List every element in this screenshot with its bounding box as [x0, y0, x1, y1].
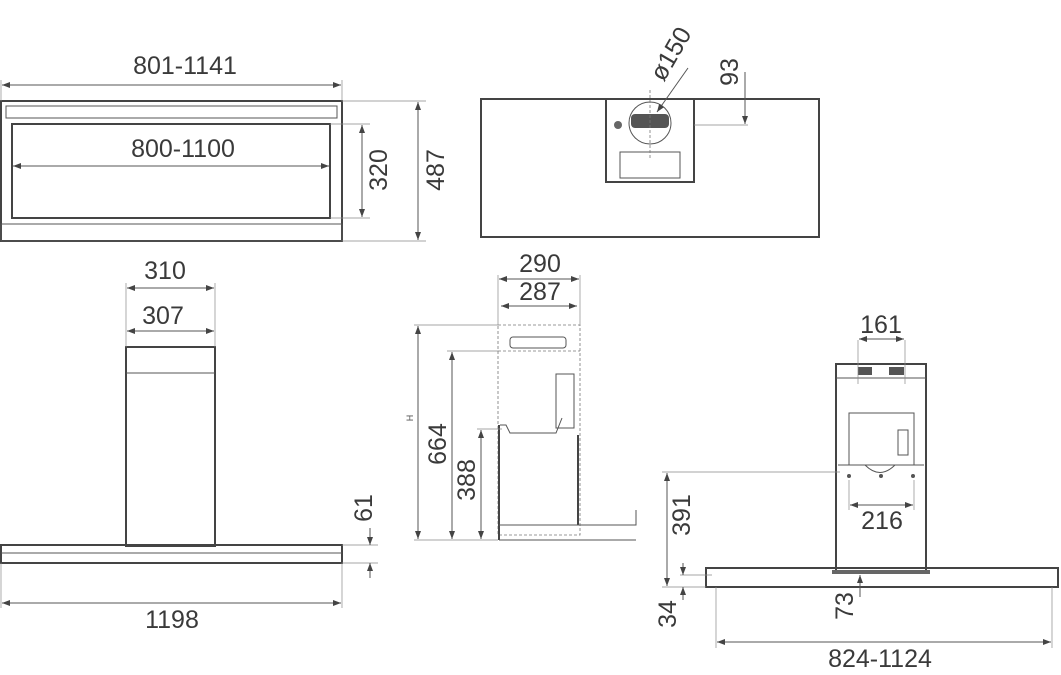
- dimension-bracket-width: 161: [860, 311, 902, 339]
- screw-hole: [911, 474, 915, 478]
- rear-bar: [705, 567, 1059, 588]
- dimension-outlet-offset: 93: [716, 58, 744, 86]
- dimension-chimney-outer: 310: [144, 257, 186, 285]
- dimension-hood-thickness: 61: [350, 494, 378, 522]
- dimension-height-lower: 388: [453, 459, 481, 501]
- connector: [614, 121, 622, 129]
- terminal-block: [897, 429, 909, 456]
- dimension-bar-height: 34: [654, 600, 682, 628]
- dimension-bar-width: 824-1124: [828, 645, 932, 673]
- vent-slot: [889, 367, 904, 375]
- side-view: 290 287 H 664 388: [405, 250, 637, 541]
- dimension-height-upper: 664: [424, 423, 452, 465]
- dimension-inner-depth: 287: [519, 278, 561, 306]
- hood-base: [499, 510, 637, 526]
- chimney: [125, 346, 216, 547]
- dimension-bar-offset: 73: [831, 592, 859, 620]
- hood-top-strip: [5, 105, 338, 119]
- bracket-edge: [838, 464, 924, 473]
- screw-hole: [879, 474, 883, 478]
- chimney-outline: [497, 324, 581, 536]
- screw-hole: [847, 474, 851, 478]
- motor-plate: [848, 412, 915, 466]
- dimension-inner-width: 800-1100: [131, 135, 235, 163]
- elevation-view: 310 307 61 1198: [0, 257, 378, 634]
- dimension-chimney-inner: 307: [142, 302, 184, 330]
- dimension-outlet-diameter: ø150: [645, 22, 698, 85]
- dimension-inner-height: 320: [365, 149, 393, 191]
- dimension-bracket-height: 391: [668, 494, 696, 536]
- vent-slot: [858, 367, 872, 375]
- chimney-slot: [509, 336, 567, 349]
- hood-front-outline: [0, 100, 343, 242]
- dimension-bracket-holes: 216: [861, 507, 903, 535]
- motor-bracket: [555, 373, 575, 429]
- dimension-height-label: H: [405, 415, 415, 422]
- hood-front-panel: [11, 123, 331, 219]
- bar-mount: [832, 570, 930, 574]
- dimension-hood-width: 1198: [145, 606, 199, 634]
- top-view: ø150 93: [480, 22, 820, 238]
- dimension-overall-width: 801-1141: [133, 52, 237, 80]
- rear-chimney: [835, 363, 927, 574]
- dimension-overall-height: 487: [422, 149, 450, 191]
- hood-bar: [0, 544, 343, 564]
- front-view: 801-1141 800-1100 320 487: [0, 52, 450, 242]
- hood-bottom-strip: [0, 223, 343, 242]
- rear-view: 161 216 391 34 73 824-1124: [654, 311, 1059, 673]
- dimension-outer-depth: 290: [519, 250, 561, 278]
- motor-base: [500, 417, 563, 434]
- motor-housing: [605, 98, 695, 183]
- leader-line: [656, 67, 689, 113]
